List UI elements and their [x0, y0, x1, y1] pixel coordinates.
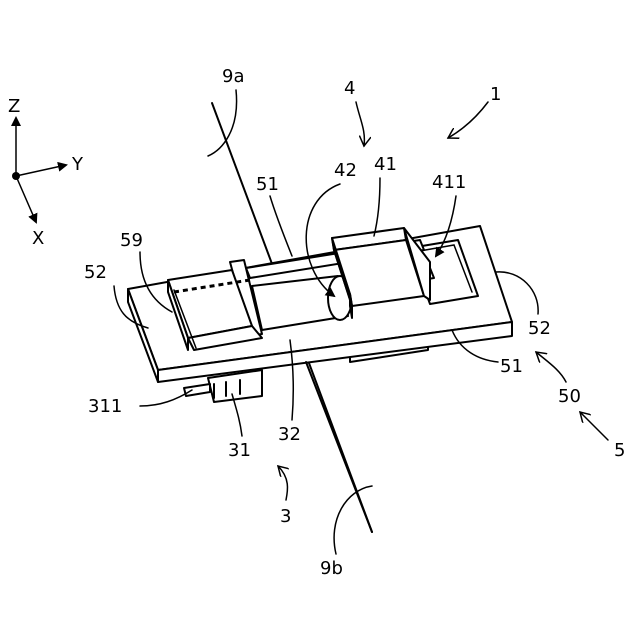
leader-31 [232, 394, 242, 436]
y-axis-label: Y [71, 154, 84, 175]
label-1: 1 [490, 84, 501, 105]
label-51-right: 51 [500, 356, 523, 377]
label-9b: 9b [320, 558, 343, 579]
x-axis-arrow [16, 176, 36, 222]
label-31: 31 [228, 440, 251, 461]
label-52-right: 52 [528, 318, 551, 339]
holder-31 [168, 260, 262, 402]
leader-4 [356, 102, 364, 146]
label-59: 59 [120, 230, 143, 251]
leader-50 [536, 352, 566, 382]
y-axis-arrow [16, 165, 66, 176]
z-axis-label: Z [8, 96, 20, 117]
leader-5 [580, 412, 608, 440]
optical-axis-line-front [306, 362, 372, 532]
leader-51-top [270, 196, 292, 256]
label-3: 3 [280, 506, 291, 527]
label-4: 4 [344, 78, 355, 99]
coordinate-axes: Z Y X [8, 96, 84, 249]
axis-origin [12, 172, 20, 180]
leader-3 [278, 466, 288, 500]
label-50: 50 [558, 386, 581, 407]
leader-41 [374, 178, 380, 236]
label-311: 311 [88, 396, 122, 417]
x-axis-label: X [32, 228, 44, 249]
label-9a: 9a [222, 66, 244, 87]
leader-1 [448, 102, 488, 138]
label-5: 5 [614, 440, 625, 461]
leader-9a [208, 90, 237, 156]
label-42: 42 [334, 160, 357, 181]
label-32: 32 [278, 424, 301, 445]
label-411: 411 [432, 172, 466, 193]
label-51-top: 51 [256, 174, 279, 195]
holder-tab-311 [184, 384, 210, 396]
label-41: 41 [374, 154, 397, 175]
label-52-left: 52 [84, 262, 107, 283]
